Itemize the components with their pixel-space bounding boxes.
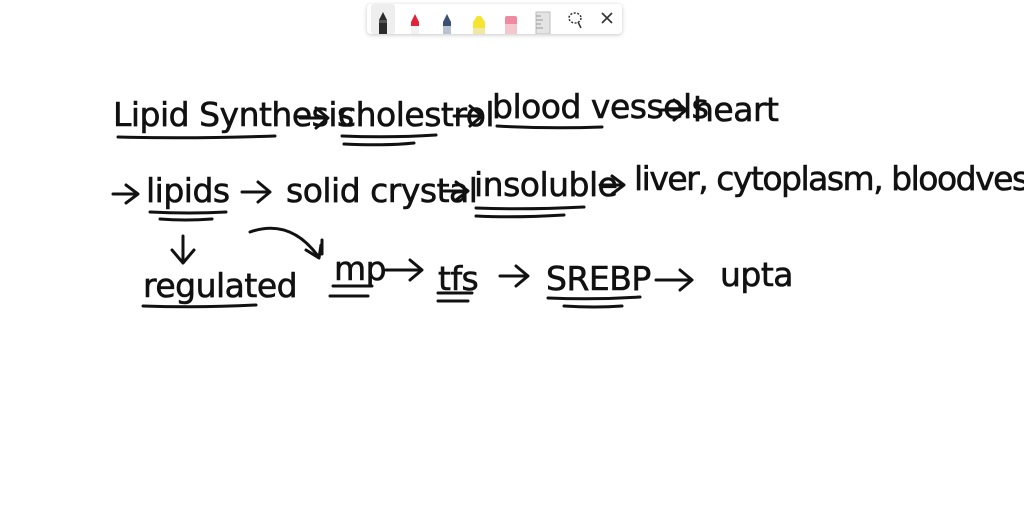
arrow-icon bbox=[240, 180, 272, 204]
ink-toolbar bbox=[367, 4, 622, 34]
yellow-highlighter-icon[interactable] bbox=[467, 4, 491, 34]
arrow-icon bbox=[654, 268, 694, 292]
arrow-icon bbox=[384, 258, 424, 282]
arrow-icon bbox=[498, 264, 530, 288]
underline bbox=[116, 134, 277, 140]
note-cholestrol: cholestrol bbox=[338, 95, 494, 134]
close-icon[interactable] bbox=[595, 4, 619, 34]
underline bbox=[474, 205, 586, 211]
note-regulated: regulated bbox=[143, 266, 297, 305]
note-lipids: lipids bbox=[146, 171, 230, 210]
underline bbox=[148, 210, 228, 215]
arrow-icon bbox=[656, 98, 688, 122]
underline bbox=[436, 291, 474, 303]
note-insoluble: insoluble bbox=[474, 165, 617, 204]
underline bbox=[342, 141, 416, 147]
underline bbox=[141, 303, 258, 309]
curved-arrow-icon bbox=[248, 226, 324, 260]
note-upta: upta bbox=[720, 255, 793, 294]
pink-eraser-icon[interactable] bbox=[499, 4, 523, 34]
blue-pen-icon[interactable] bbox=[435, 4, 459, 34]
underline bbox=[340, 133, 438, 139]
black-pen-icon[interactable] bbox=[371, 4, 395, 34]
note-solid-crystal: solid crystal bbox=[286, 171, 477, 210]
arrow-icon bbox=[452, 104, 484, 128]
note-heart: heart bbox=[693, 90, 779, 129]
underline bbox=[546, 295, 642, 309]
arrow-icon bbox=[111, 183, 140, 205]
ruler-icon[interactable] bbox=[531, 4, 555, 34]
note-srebp: SREBP bbox=[546, 259, 651, 298]
lasso-select-icon[interactable] bbox=[563, 4, 587, 34]
arrow-icon bbox=[442, 180, 470, 202]
underline bbox=[495, 124, 604, 130]
ink-canvas[interactable]: Lipid Synthesis cholestrol blood vessels… bbox=[0, 40, 1024, 512]
arrow-icon bbox=[598, 174, 626, 196]
arrow-down-icon bbox=[170, 234, 196, 265]
underline bbox=[328, 284, 374, 298]
note-mp: mp bbox=[334, 249, 386, 288]
underline bbox=[158, 217, 214, 222]
red-pen-icon[interactable] bbox=[403, 4, 427, 34]
arrow-icon bbox=[298, 106, 330, 130]
note-lipid-synthesis: Lipid Synthesis bbox=[113, 95, 354, 134]
underline bbox=[474, 213, 566, 219]
